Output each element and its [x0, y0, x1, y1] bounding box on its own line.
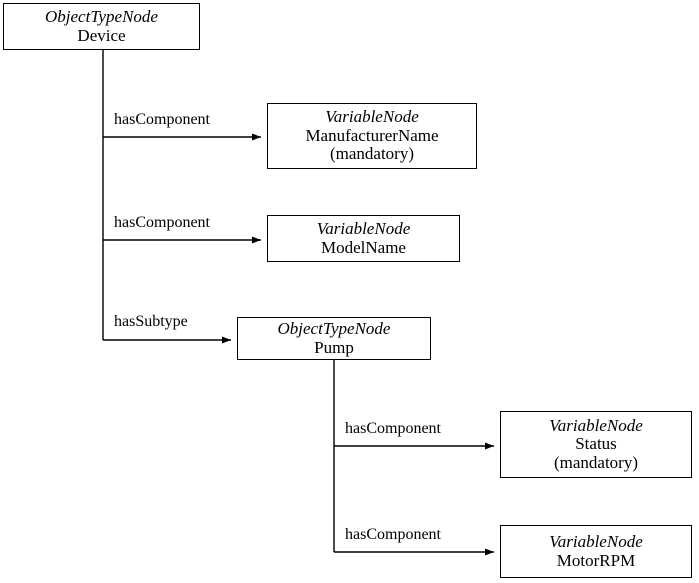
- node-status-name: Status: [575, 434, 617, 454]
- node-pump-type: ObjectTypeNode: [277, 319, 391, 339]
- edge-label-device-model-name: hasComponent: [114, 214, 210, 231]
- node-status-qualifier: (mandatory): [553, 452, 639, 472]
- node-pump[interactable]: ObjectTypeNode Pump: [237, 317, 431, 360]
- node-device-name: Device: [77, 25, 126, 45]
- node-device-type: ObjectTypeNode: [45, 7, 158, 27]
- node-manufacturer-name-qualifier: (mandatory): [329, 144, 415, 164]
- edge-label-device-pump: hasSubtype: [114, 313, 188, 330]
- node-manufacturer-name-type: VariableNode: [325, 107, 419, 127]
- node-model-name-name: ModelName: [321, 237, 406, 257]
- node-pump-name: Pump: [314, 337, 354, 357]
- node-status[interactable]: VariableNode Status (mandatory): [500, 411, 692, 478]
- node-manufacturer-name-name: ManufacturerName: [305, 125, 439, 145]
- edge-label-device-manufacturer-name: hasComponent: [114, 111, 210, 128]
- edge-label-pump-status: hasComponent: [345, 420, 441, 437]
- edge-label-pump-motor-rpm: hasComponent: [345, 526, 441, 543]
- node-motor-rpm-name: MotorRPM: [556, 550, 636, 570]
- node-model-name-type: VariableNode: [316, 219, 411, 239]
- node-device[interactable]: ObjectTypeNode Device: [3, 3, 200, 50]
- node-motor-rpm[interactable]: VariableNode MotorRPM: [500, 525, 692, 578]
- node-status-type: VariableNode: [549, 415, 643, 435]
- node-motor-rpm-type: VariableNode: [549, 532, 643, 552]
- node-manufacturer-name[interactable]: VariableNode ManufacturerName (mandatory…: [267, 103, 477, 169]
- node-model-name[interactable]: VariableNode ModelName: [267, 215, 460, 262]
